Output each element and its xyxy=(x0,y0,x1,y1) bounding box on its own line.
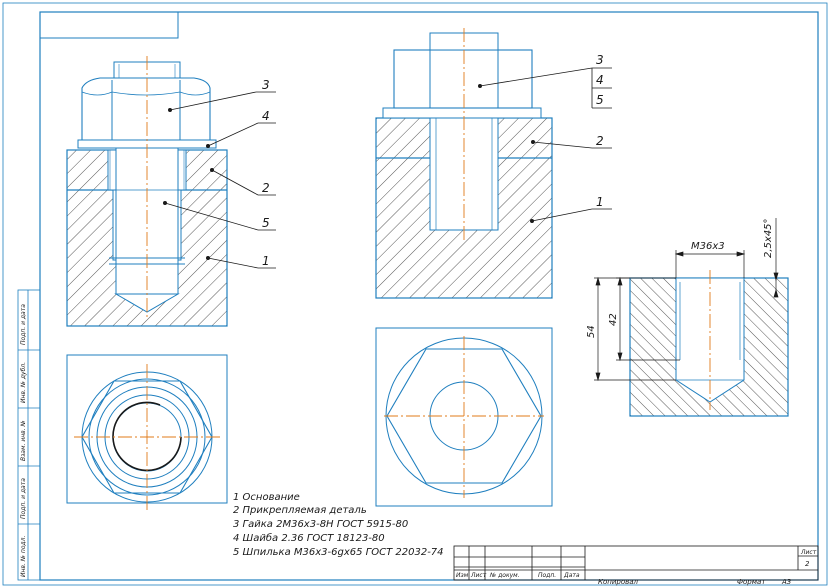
callout-4: 4 xyxy=(262,109,270,123)
tb-col-date: Дата xyxy=(563,572,580,579)
dim-thread: М36х3 xyxy=(691,241,725,252)
tb-col-doc: № докум. xyxy=(489,572,520,579)
dim-chamfer: 2,5х45° xyxy=(763,218,774,258)
tb-sheet-number: 2 xyxy=(805,560,810,568)
left-top-axes xyxy=(74,364,220,510)
stamp-label: Взам. инв. № xyxy=(20,420,27,461)
tb-copied: Копировал xyxy=(598,578,639,586)
callout-1: 1 xyxy=(262,254,270,268)
stamp-label: Подп. и дата xyxy=(20,304,27,345)
title-block xyxy=(453,545,819,581)
stamp-label: Инв. № дубл. xyxy=(20,362,27,403)
tb-format-label: Формат xyxy=(737,578,766,586)
tb-col-izm: Изм xyxy=(456,572,469,579)
left-callout-leaders xyxy=(162,91,276,269)
callout-2: 2 xyxy=(596,134,604,148)
middle-section-view xyxy=(375,28,553,299)
side-stamp xyxy=(17,289,41,581)
left-section-view xyxy=(66,56,228,327)
middle-callout-leaders xyxy=(477,67,612,223)
legend-item: 2 Прикрепляемая деталь xyxy=(233,505,367,516)
legend-item: 4 Шайба 2.36 ГОСТ 18123-80 xyxy=(233,532,385,544)
tb-col-list: Лист xyxy=(470,572,487,579)
callout-4: 4 xyxy=(596,73,604,87)
callout-3: 3 xyxy=(596,53,604,67)
callout-2: 2 xyxy=(262,181,270,195)
stamp-label: Инв. № подл. xyxy=(20,536,27,577)
right-hole-section xyxy=(629,270,789,417)
callout-1: 1 xyxy=(596,195,604,209)
stamp-label: Подп. и дата xyxy=(20,478,27,519)
callout-3: 3 xyxy=(262,78,270,92)
dim-depth-thread: 42 xyxy=(608,313,619,326)
legend-item: 5 Шпилька М36х3-6gх65 ГОСТ 22032-74 xyxy=(233,547,444,558)
middle-top-axes xyxy=(384,336,544,498)
parts-legend: 1 Основание 2 Прикрепляемая деталь 3 Гай… xyxy=(233,492,444,558)
tb-sheet-label: Лист xyxy=(800,549,817,556)
tb-col-sign: Подп. xyxy=(538,572,556,579)
right-dimensions xyxy=(594,218,779,382)
dim-depth-full: 54 xyxy=(586,325,597,338)
legend-item: 1 Основание xyxy=(233,492,300,503)
legend-item: 3 Гайка 2М36х3-8Н ГОСТ 5915-80 xyxy=(233,519,408,530)
tb-format-value: А3 xyxy=(781,578,791,586)
callout-5: 5 xyxy=(596,93,604,107)
callout-5: 5 xyxy=(262,216,270,230)
side-stamp-labels: Подп. и дата Инв. № дубл. Взам. инв. № П… xyxy=(20,304,27,577)
